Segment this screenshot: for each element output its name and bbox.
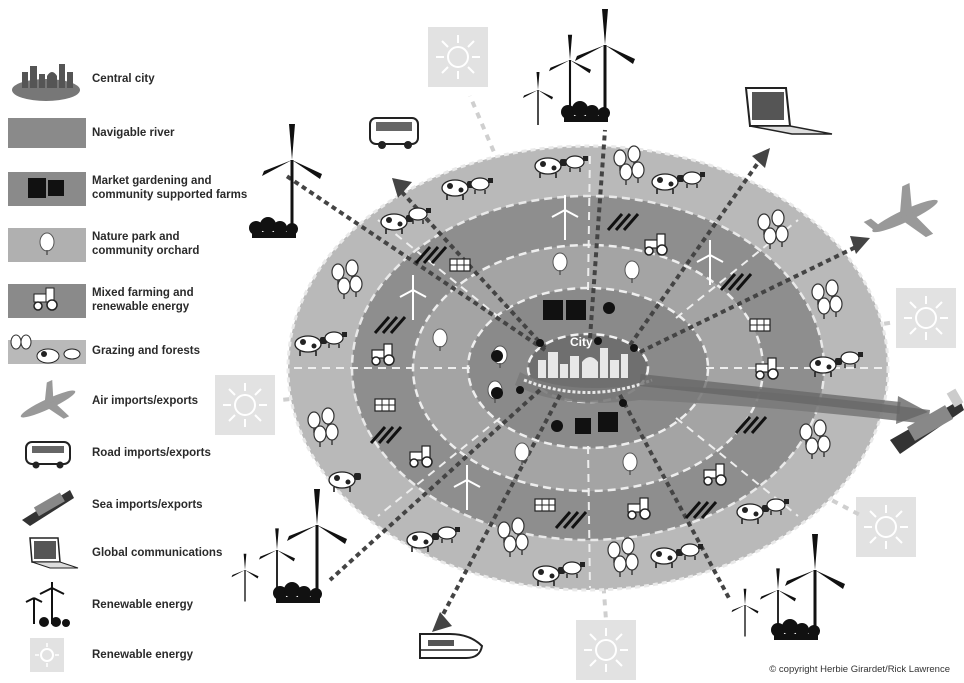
market-garden-icon — [543, 300, 618, 434]
market-garden-icon — [8, 172, 86, 206]
legend-item-road: Road imports/exports — [8, 432, 263, 478]
legend-item-air: Air imports/exports — [8, 380, 263, 426]
legend-label: Sea imports/exports — [92, 499, 203, 511]
laptop-icon — [29, 537, 79, 569]
legend-item-market-gardening: Market gardening and community supported… — [8, 168, 263, 214]
legend-label: Central city — [92, 73, 155, 85]
legend-item-mixed-farming: Mixed farming and renewable energy — [8, 280, 263, 326]
wind-farm — [522, 7, 637, 126]
arrow-heads — [392, 148, 870, 632]
river-swatch-icon — [8, 118, 86, 148]
transport-arrows — [283, 129, 861, 621]
train-icon — [419, 633, 484, 659]
solar-sun-icon — [895, 287, 957, 349]
solar-sun-icon — [427, 26, 489, 88]
hub-dots — [516, 337, 638, 407]
legend-item-communications: Global communications — [8, 532, 263, 578]
ship-icon — [22, 490, 74, 526]
city-skyline-icon — [523, 348, 653, 394]
bus-icon — [369, 117, 419, 149]
laptop-icon — [744, 87, 833, 135]
legend-item-wind: Renewable energy — [8, 582, 263, 628]
city-skyline-icon — [12, 64, 80, 101]
legend-label: Road imports/exports — [92, 447, 211, 459]
legend-label: Renewable energy — [92, 649, 193, 661]
bus-icon — [25, 441, 71, 469]
ship-icon — [890, 388, 964, 454]
legend-label: Mixed farming and renewable energy — [92, 287, 194, 313]
airplane-icon — [20, 380, 76, 419]
solar-sun-icon — [855, 496, 917, 558]
legend-item-nature-park: Nature park and community orchard — [8, 224, 263, 270]
legend-label: Air imports/exports — [92, 395, 199, 407]
legend-label: Grazing and forests — [92, 345, 200, 357]
solar-sun-icon — [30, 638, 64, 672]
orchard-tree-icon — [8, 228, 86, 262]
solar-sun-icon — [575, 619, 637, 681]
sea-route-arrow — [639, 374, 901, 414]
legend-item-solar: Renewable energy — [8, 634, 263, 680]
legend-label: Nature park and community orchard — [92, 231, 200, 257]
legend-item-sea: Sea imports/exports — [8, 482, 263, 528]
legend-item-central-city: Central city — [8, 60, 263, 106]
legend-item-river: Navigable river — [8, 112, 263, 158]
navigable-river — [515, 372, 930, 424]
legend-label: Market gardening and community supported… — [92, 175, 248, 201]
legend-list: Central city Navigable river Market gard… — [0, 0, 270, 683]
copyright-notice: © copyright Herbie Girardet/Rick Lawrenc… — [769, 664, 950, 675]
tractor-icon — [8, 284, 86, 318]
legend-label: Navigable river — [92, 127, 175, 139]
wind-turbine-icon — [25, 582, 70, 627]
legend-item-grazing: Grazing and forests — [8, 330, 263, 376]
airplane-icon — [863, 183, 938, 238]
cow-forest-icon — [8, 334, 86, 364]
city-label: City — [570, 335, 593, 349]
legend-label: Renewable energy — [92, 599, 193, 611]
legend-label: Global communications — [92, 547, 223, 559]
city-tree-icon — [491, 302, 615, 432]
